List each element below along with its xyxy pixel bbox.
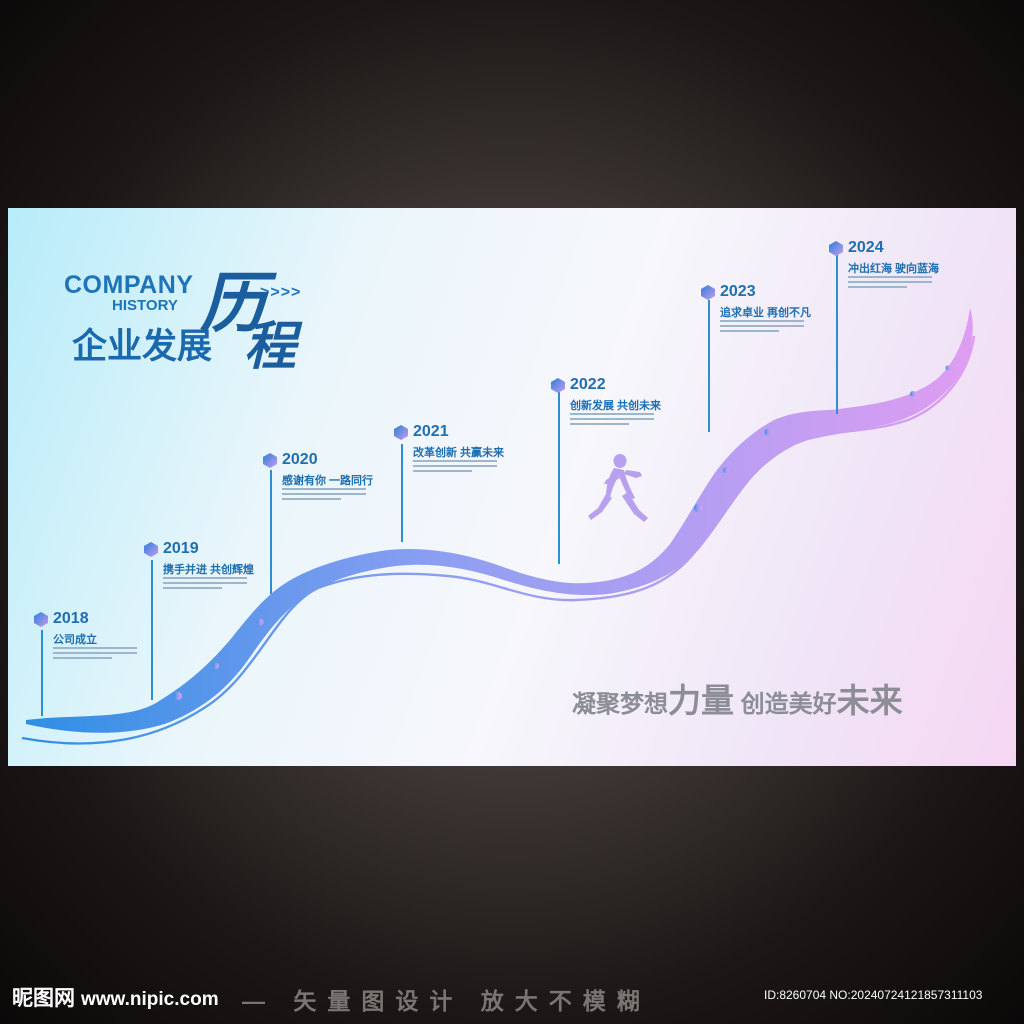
milestone-year: 2022 bbox=[570, 376, 606, 393]
hexagon-icon bbox=[34, 612, 48, 627]
site-url: www.nipic.com bbox=[81, 989, 219, 1010]
milestone-year: 2018 bbox=[53, 610, 89, 627]
milestone-fine-print bbox=[848, 276, 932, 291]
brush-road bbox=[26, 308, 973, 733]
history-en-label: HISTORY bbox=[112, 297, 178, 314]
milestone-year: 2019 bbox=[163, 540, 199, 557]
milestone-line-2022 bbox=[558, 390, 560, 564]
milestone-line-2020 bbox=[270, 470, 272, 594]
road-underline bbox=[21, 335, 976, 745]
site-logo-text: 昵图网 bbox=[12, 987, 75, 1010]
company-en-label: COMPANY bbox=[64, 271, 194, 299]
milestone-year: 2023 bbox=[720, 283, 756, 300]
milestone-slogan: 感谢有你 一路同行 bbox=[282, 475, 374, 487]
milestone-line-2021 bbox=[401, 444, 403, 542]
milestone-fine-print bbox=[720, 320, 804, 335]
site-logo: 昵图网 www.nipic.com bbox=[12, 982, 219, 1012]
title-cn: 企业发展 bbox=[72, 327, 213, 366]
motto-part-3: 创造美好 bbox=[734, 691, 837, 718]
vector-watermark-text: — 矢量图设计 放大不模糊 bbox=[242, 988, 651, 1014]
milestone-fine-print bbox=[163, 577, 247, 592]
milestone-fine-print bbox=[413, 460, 497, 475]
milestone-year: 2021 bbox=[413, 423, 449, 440]
milestone-slogan: 冲出红海 驶向蓝海 bbox=[848, 263, 940, 275]
milestone-line-2024 bbox=[836, 252, 838, 414]
milestone-year: 2020 bbox=[282, 451, 318, 468]
motto-part-4: 未来 bbox=[836, 682, 903, 719]
title-big-char-1: 历 bbox=[200, 266, 266, 340]
hexagon-icon bbox=[701, 285, 715, 300]
milestone-fine-print bbox=[282, 488, 366, 503]
motto-slogan: 凝聚梦想力量 创造美好未来 bbox=[572, 674, 903, 722]
runner-silhouette bbox=[588, 454, 648, 522]
hexagon-icon bbox=[829, 241, 843, 256]
image-id-text: ID:8260704 NO:20240724121857311103 bbox=[764, 988, 983, 1002]
hexagon-icon bbox=[263, 453, 277, 468]
history-board: COMPANY HISTORY >>>> 企业发展 历 程 2018 公司成立 … bbox=[8, 208, 1016, 766]
milestone-line-2018 bbox=[41, 630, 43, 716]
milestone-fine-print bbox=[53, 647, 137, 662]
milestone-line-2023 bbox=[708, 300, 710, 432]
milestone-slogan: 改革创新 共赢未来 bbox=[413, 447, 505, 459]
hexagon-icon bbox=[394, 425, 408, 440]
timeline-path-graphic bbox=[21, 308, 976, 745]
arrows-decoration: >>>> bbox=[260, 284, 302, 301]
milestone-line-2019 bbox=[151, 560, 153, 700]
milestone-year: 2024 bbox=[848, 239, 884, 256]
motto-part-1: 凝聚梦想 bbox=[572, 691, 668, 718]
brush-splashes bbox=[174, 365, 951, 700]
milestone-slogan: 追求卓业 再创不凡 bbox=[720, 307, 812, 319]
milestone-slogan: 公司成立 bbox=[53, 634, 97, 646]
hexagon-icon bbox=[551, 378, 565, 393]
title-big-char-2: 程 bbox=[244, 318, 297, 376]
milestone-slogan: 创新发展 共创未来 bbox=[570, 400, 662, 412]
milestone-slogan: 携手并进 共创辉煌 bbox=[163, 564, 255, 576]
hexagon-icon bbox=[144, 542, 158, 557]
milestone-fine-print bbox=[570, 413, 654, 428]
motto-part-2: 力量 bbox=[668, 682, 734, 719]
